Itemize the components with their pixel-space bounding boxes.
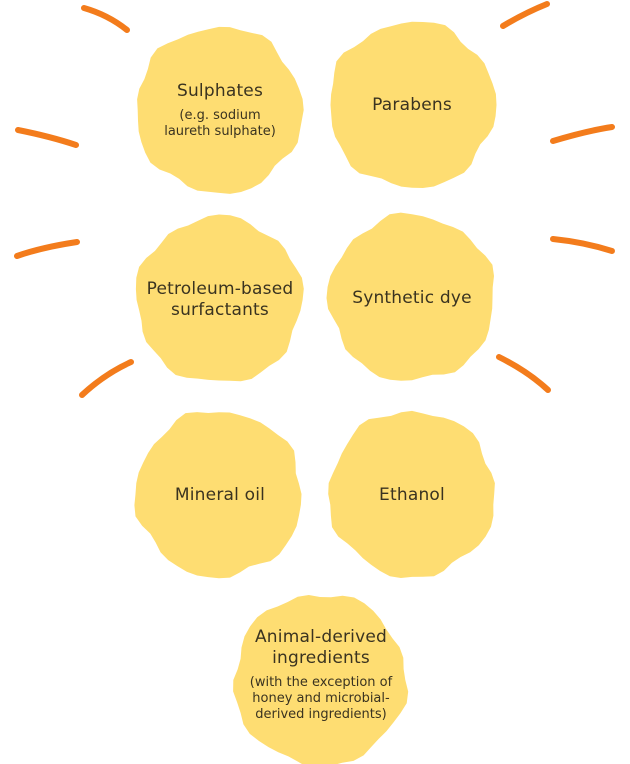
item-title: Parabens bbox=[372, 94, 452, 115]
blob-label-synthetic-dye: Synthetic dye bbox=[332, 233, 492, 363]
blob-label-petroleum: Petroleum-based surfactants bbox=[130, 235, 310, 365]
item-title: Ethanol bbox=[379, 484, 445, 505]
item-note: (e.g. sodium laureth sulphate) bbox=[164, 107, 276, 139]
blob-label-animal-derived: Animal-derived ingredients (with the exc… bbox=[238, 600, 404, 750]
blob-animal-derived bbox=[233, 595, 409, 764]
item-title: Mineral oil bbox=[174, 484, 266, 505]
blob-label-mineral-oil: Mineral oil bbox=[140, 430, 300, 560]
ingredient-blobs bbox=[134, 21, 497, 764]
ray-mid-right-2 bbox=[550, 236, 615, 254]
ray-top-left bbox=[81, 5, 130, 33]
blob-synthetic-dye bbox=[326, 212, 494, 381]
blob-petroleum bbox=[135, 214, 304, 382]
ray-bottom-left bbox=[79, 359, 134, 398]
blob-ethanol bbox=[328, 410, 495, 578]
item-title: Synthetic dye bbox=[352, 287, 472, 308]
ray-bottom-right bbox=[496, 354, 551, 393]
blob-label-parabens: Parabens bbox=[332, 40, 492, 170]
ray-mid-left-1 bbox=[15, 127, 79, 148]
blob-parabens bbox=[330, 21, 497, 189]
ray-top-right bbox=[500, 1, 550, 29]
item-title: Animal-derived ingredients bbox=[254, 627, 388, 668]
blob-mineral-oil bbox=[134, 412, 302, 579]
item-note: (with the exception of honey and microbi… bbox=[249, 675, 393, 722]
sunburst-rays bbox=[14, 1, 615, 398]
blob-label-ethanol: Ethanol bbox=[332, 430, 492, 560]
blob-label-sulphates: Sulphates (e.g. sodium laureth sulphate) bbox=[140, 45, 300, 175]
ray-mid-left-2 bbox=[14, 239, 80, 259]
item-title: Sulphates bbox=[176, 80, 264, 101]
item-title: Petroleum-based surfactants bbox=[146, 279, 294, 320]
blob-sulphates bbox=[137, 26, 304, 194]
ray-mid-right-1 bbox=[550, 124, 615, 144]
